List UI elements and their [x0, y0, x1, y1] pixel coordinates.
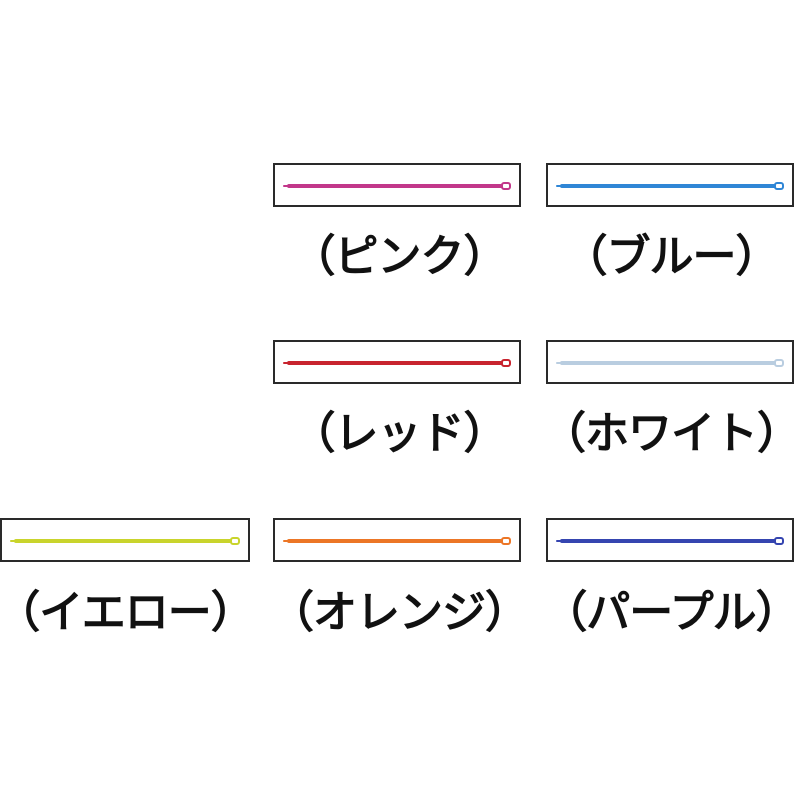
swatch-pink — [273, 163, 521, 207]
swatch-purple — [546, 518, 794, 562]
label-purple: （パープル） — [543, 587, 799, 638]
label-white: （ホワイト） — [542, 408, 800, 459]
swatch-yellow — [0, 518, 250, 562]
label-orange: （オレンジ） — [270, 587, 529, 638]
rod-red-icon — [283, 359, 511, 367]
rod-orange-icon — [283, 537, 511, 545]
rod-yellow-icon — [10, 537, 240, 545]
label-red: （レッド） — [291, 408, 508, 459]
swatch-blue — [546, 163, 794, 207]
swatch-orange — [273, 518, 521, 562]
rod-pink-icon — [283, 182, 511, 190]
label-pink: （ピンク） — [291, 231, 508, 282]
rod-purple-icon — [556, 537, 784, 545]
label-blue: （ブルー） — [563, 231, 780, 282]
swatch-red — [273, 340, 521, 384]
label-yellow: （イエロー） — [0, 587, 255, 638]
rod-blue-icon — [556, 182, 784, 190]
rod-white-icon — [556, 359, 784, 367]
swatch-white — [546, 340, 794, 384]
